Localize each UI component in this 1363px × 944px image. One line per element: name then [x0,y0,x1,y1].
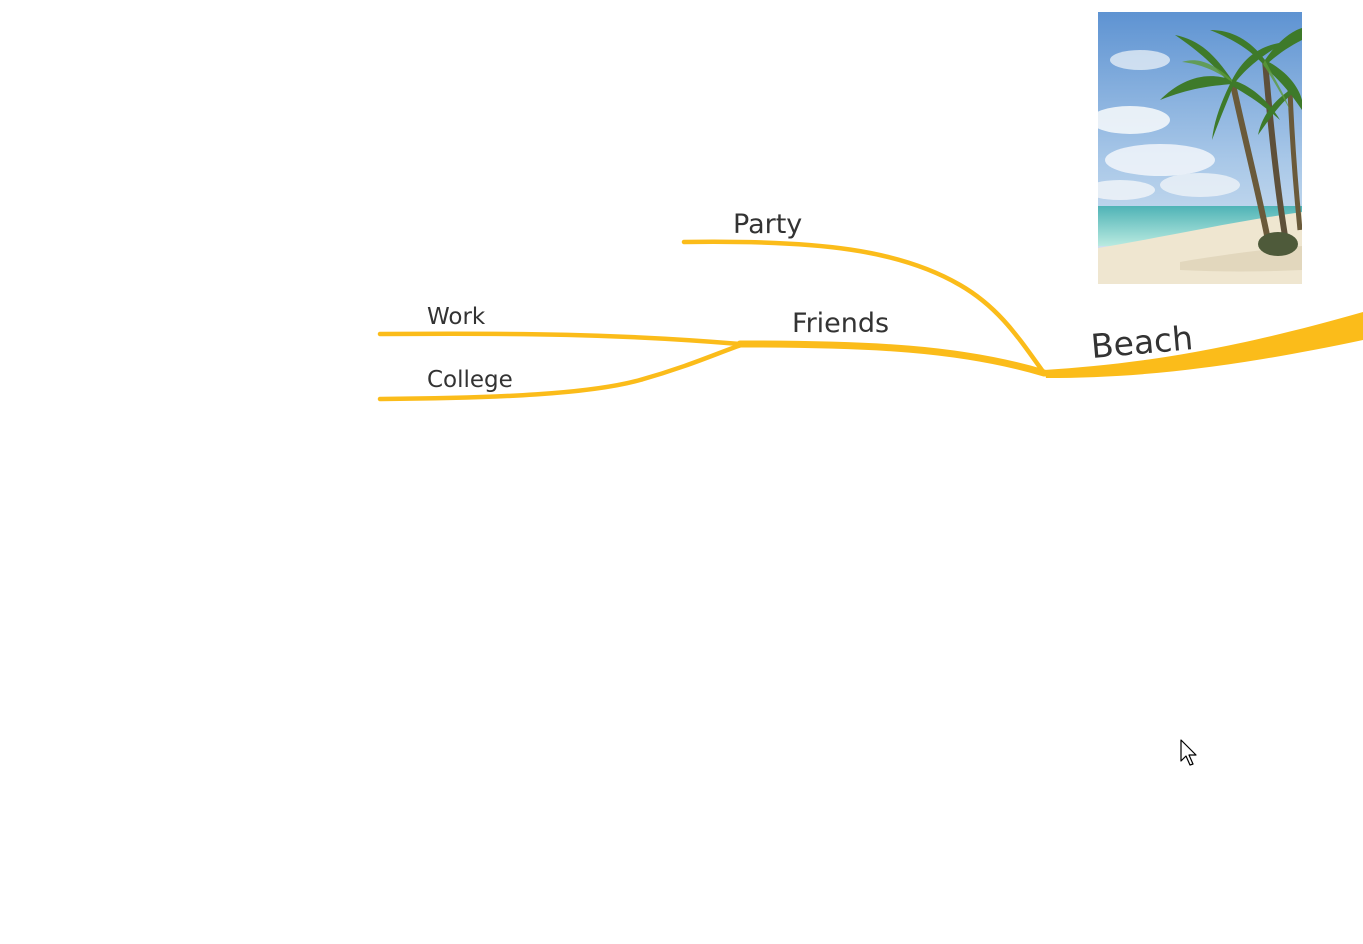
mouse-cursor-icon [1180,739,1197,766]
branch-beach[interactable] [1044,312,1363,378]
branch-college[interactable] [377,341,747,402]
branch-label-party[interactable]: Party [733,209,802,240]
branch-friends[interactable] [736,340,1048,377]
branch-label-friends[interactable]: Friends [792,308,889,339]
branch-label-beach[interactable]: Beach [1089,318,1194,366]
branch-work[interactable] [377,331,743,347]
branch-party[interactable] [681,239,1047,376]
beach-image[interactable] [1085,12,1302,284]
branch-label-work[interactable]: Work [427,304,486,330]
branch-label-college[interactable]: College [427,367,513,393]
